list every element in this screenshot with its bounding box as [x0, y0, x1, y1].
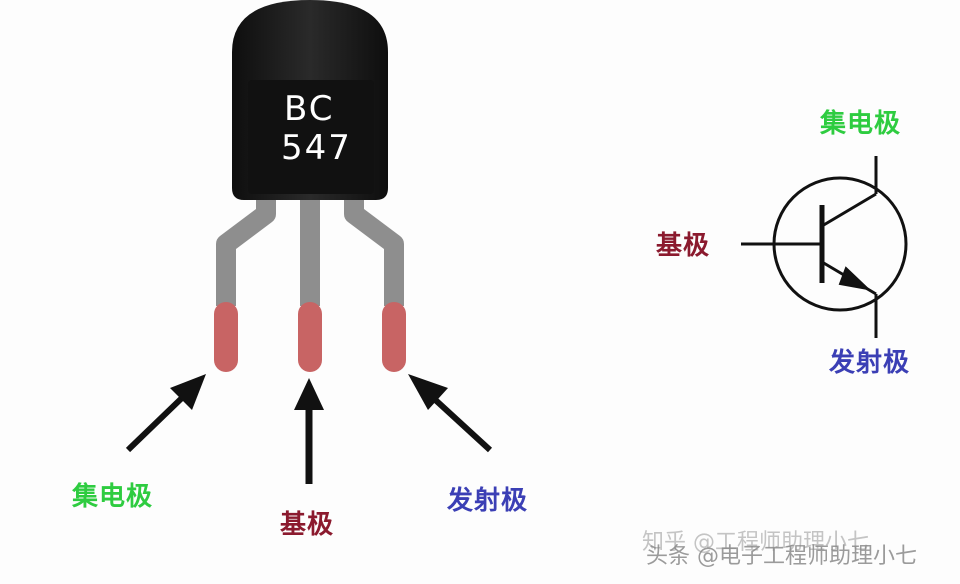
emitter-lead: [344, 196, 404, 306]
chip-marking-line2: 547: [281, 128, 352, 168]
collector-lead-tip: [214, 302, 238, 372]
transistor-leads: [216, 196, 404, 306]
package-emitter-label: 发射极: [447, 486, 529, 516]
package-collector-label: 集电极: [72, 482, 154, 512]
pointer-arrows: [125, 374, 493, 484]
toutiao-watermark: 头条 @电子工程师助理小七: [646, 544, 917, 569]
emitter-lead-tip: [382, 302, 406, 372]
base-pointer-head: [294, 378, 324, 410]
chip-marking-line1: BC: [284, 89, 335, 129]
symbol-collector-diagonal: [821, 192, 877, 228]
chip-face: [248, 80, 374, 194]
zhihu-watermark: 知乎 @工程师助理小七: [642, 530, 869, 555]
transistor-body: [232, 0, 388, 200]
npn-schematic-symbol: [741, 156, 908, 338]
lead-tips: [214, 302, 406, 372]
symbol-emitter-label: 发射极: [829, 348, 911, 378]
base-lead-tip: [298, 302, 322, 372]
collector-pointer-line: [125, 392, 188, 453]
symbol-base-label: 基极: [656, 231, 711, 261]
symbol-collector-label: 集电极: [820, 109, 902, 139]
package-base-label: 基极: [280, 510, 335, 540]
collector-pointer-head: [170, 374, 206, 410]
symbol-emitter-arrow: [838, 266, 872, 291]
emitter-pointer-line: [427, 392, 493, 453]
collector-lead: [216, 196, 276, 306]
emitter-pointer-head: [408, 374, 448, 410]
